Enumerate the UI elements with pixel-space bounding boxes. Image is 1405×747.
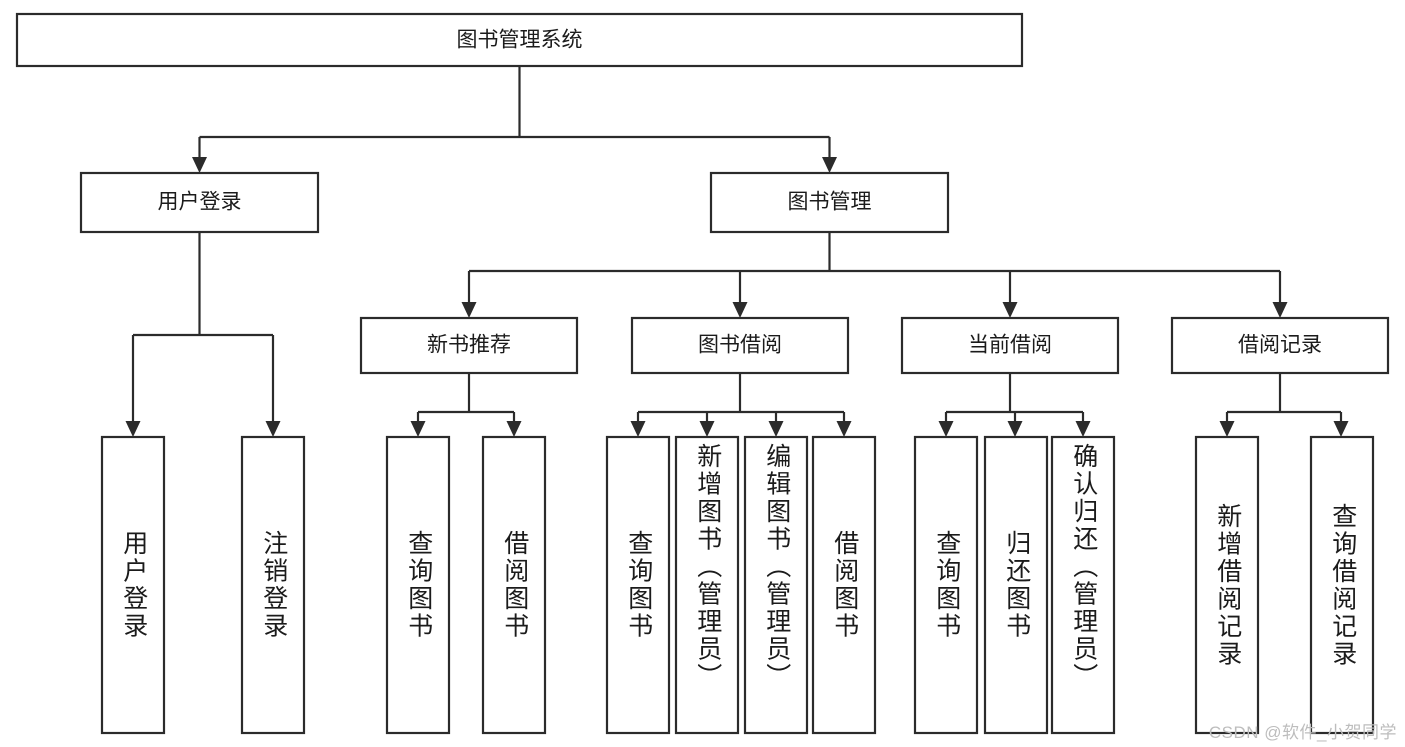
node-box-leaf-query-book-current[interactable] (913, 435, 979, 735)
watermark-text: CSDN @软件_小贺同学 (1208, 723, 1397, 742)
node-box-leaf-user-logout[interactable] (240, 435, 306, 735)
arrow-head-book-borrow (732, 302, 748, 318)
arrow-head-leaf-query-book-current (938, 421, 954, 437)
node-box-leaf-confirm-return-admin[interactable] (1050, 435, 1116, 735)
arrow-head-current-borrow (1002, 302, 1018, 318)
node-box-leaf-query-borrow-record[interactable] (1309, 435, 1375, 735)
node-box-leaf-edit-book-admin[interactable] (743, 435, 809, 735)
arrow-head-leaf-borrow-book-recommend (506, 421, 522, 437)
node-box-book-borrow[interactable] (630, 316, 850, 375)
node-box-leaf-add-borrow-record[interactable] (1194, 435, 1260, 735)
arrow-head-book-manage (822, 157, 837, 173)
node-box-leaf-user-login[interactable] (100, 435, 166, 735)
arrow-head-new-book-recommend (461, 302, 477, 318)
arrow-head-leaf-user-login (125, 421, 141, 437)
node-label-borrow-record: 借阅记录 (1238, 334, 1322, 357)
node-box-current-borrow[interactable] (900, 316, 1120, 375)
node-box-leaf-query-book-recommend[interactable] (385, 435, 451, 735)
node-box-leaf-return-book[interactable] (983, 435, 1049, 735)
connector-layer (125, 66, 1349, 437)
arrow-head-leaf-return-book (1007, 421, 1023, 437)
node-label-new-book-recommend: 新书推荐 (427, 334, 511, 357)
arrow-head-borrow-record (1272, 302, 1288, 318)
node-box-book-manage[interactable] (709, 171, 950, 234)
node-label-root: 图书管理系统 (457, 29, 583, 52)
node-label-current-borrow: 当前借阅 (968, 334, 1052, 357)
node-box-root[interactable] (15, 12, 1024, 68)
arrow-head-leaf-confirm-return-admin (1075, 421, 1091, 437)
arrow-head-leaf-query-book-recommend (410, 421, 426, 437)
node-label-book-manage: 图书管理 (788, 191, 872, 214)
arrow-head-leaf-edit-book-admin (768, 421, 784, 437)
arrow-head-leaf-query-book-borrow (630, 421, 646, 437)
node-box-leaf-borrow-book-recommend[interactable] (481, 435, 547, 735)
node-label-book-borrow: 图书借阅 (698, 334, 782, 357)
node-label-user-login: 用户登录 (158, 191, 242, 214)
arrow-head-leaf-user-logout (265, 421, 281, 437)
node-box-new-book-recommend[interactable] (359, 316, 579, 375)
arrow-head-leaf-add-borrow-record (1219, 421, 1235, 437)
node-box-user-login[interactable] (79, 171, 320, 234)
arrow-head-leaf-add-book-admin (699, 421, 715, 437)
arrow-head-leaf-query-borrow-record (1333, 421, 1349, 437)
arrow-head-user-login (192, 157, 207, 173)
node-layer: 图书管理系统 用户登录 图书管理 新书推荐 图书借阅 当前借阅 借阅记录 (15, 12, 1390, 735)
node-box-leaf-query-book-borrow[interactable] (605, 435, 671, 735)
node-box-leaf-borrow-book[interactable] (811, 435, 877, 735)
node-box-borrow-record[interactable] (1170, 316, 1390, 375)
arrow-head-leaf-borrow-book (836, 421, 852, 437)
node-box-leaf-add-book-admin[interactable] (674, 435, 740, 735)
